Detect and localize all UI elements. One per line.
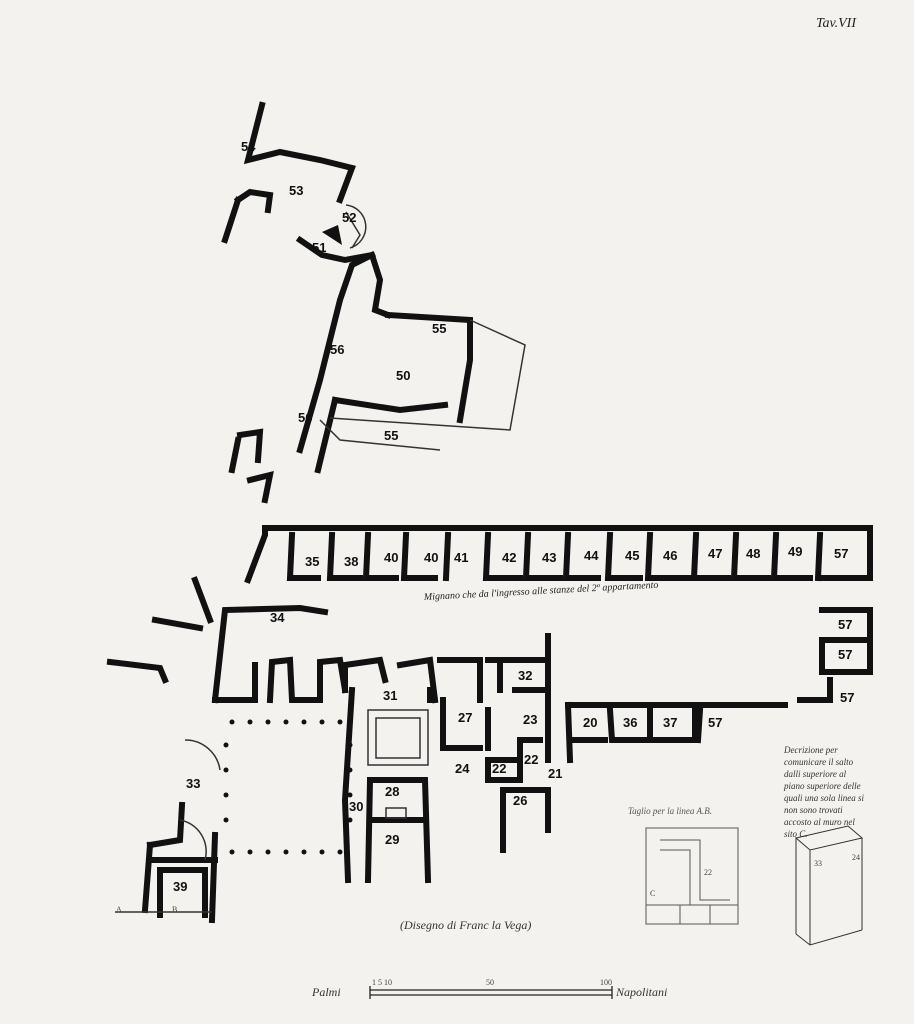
room-label: 38 bbox=[344, 554, 358, 569]
scale-tick-label: 50 bbox=[486, 978, 494, 987]
room-label: 29 bbox=[385, 832, 399, 847]
room-label: 33 bbox=[186, 776, 200, 791]
room-label: 56 bbox=[298, 410, 312, 425]
elevation-dimension: 24 bbox=[852, 853, 860, 862]
room-label: 47 bbox=[708, 546, 722, 561]
room-label: 45 bbox=[625, 548, 639, 563]
section-drawing bbox=[645, 827, 739, 925]
elevation-dimension: 33 bbox=[814, 859, 822, 868]
room-label: 57 bbox=[708, 715, 722, 730]
room-label: 52 bbox=[342, 210, 356, 225]
room-label: 36 bbox=[623, 715, 637, 730]
elevation-mark-c: C bbox=[650, 889, 655, 898]
room-label: 48 bbox=[746, 546, 760, 561]
room-label: 56 bbox=[330, 342, 344, 357]
room-label: 24 bbox=[455, 761, 470, 776]
room-label: 49 bbox=[788, 544, 802, 559]
room-label: 50 bbox=[396, 368, 410, 383]
room-label: 46 bbox=[663, 548, 677, 563]
room-label: 43 bbox=[542, 550, 556, 565]
scale-tick-label: 100 bbox=[600, 978, 612, 987]
room-label: 22 bbox=[492, 761, 506, 776]
room-label: 42 bbox=[502, 550, 516, 565]
columns bbox=[223, 225, 353, 855]
room-label: 21 bbox=[548, 766, 562, 781]
section-mark-b: B bbox=[172, 905, 177, 914]
room-label: 53 bbox=[289, 183, 303, 198]
scale-bar bbox=[369, 986, 613, 999]
elevation-dimension: 22 bbox=[704, 868, 712, 877]
room-label: 57 bbox=[838, 647, 852, 662]
room-label: 30 bbox=[349, 799, 363, 814]
elevation-drawing bbox=[794, 825, 864, 946]
walls bbox=[106, 101, 873, 924]
room-label: 22 bbox=[524, 752, 538, 767]
room-label: 55 bbox=[384, 428, 398, 443]
room-label: 57 bbox=[838, 617, 852, 632]
room-label: 40 bbox=[384, 550, 398, 565]
room-label: 37 bbox=[663, 715, 677, 730]
room-label: 26 bbox=[513, 793, 527, 808]
scale-right-label: Napolitani bbox=[616, 985, 668, 999]
room-label: 35 bbox=[305, 554, 319, 569]
room-label: 34 bbox=[270, 610, 285, 625]
room-label: 31 bbox=[383, 688, 397, 703]
plate-note: Decrizione per comunicare il salto dalli… bbox=[784, 745, 865, 839]
plate-number: Tav.VII bbox=[815, 16, 856, 31]
section-mark-a: A bbox=[116, 905, 122, 914]
credit-caption: (Disegno di Franc la Vega) bbox=[400, 918, 532, 932]
scale-tick-label: 1 5 10 bbox=[372, 978, 392, 987]
section-label: Taglio per la linea A.B. bbox=[628, 806, 713, 816]
room-label: 32 bbox=[518, 668, 532, 683]
room-label: 27 bbox=[458, 710, 472, 725]
room-label: 51 bbox=[312, 240, 326, 255]
room-label: 57 bbox=[834, 546, 848, 561]
room-label: 41 bbox=[454, 550, 468, 565]
corridor-label: Mignano che da l'ingresso alle stanze de… bbox=[423, 580, 659, 603]
thin-walls bbox=[115, 204, 526, 913]
room-label: 20 bbox=[583, 715, 597, 730]
room-label: 54 bbox=[241, 139, 256, 154]
room-label: 23 bbox=[523, 712, 537, 727]
scale-left-label: Palmi bbox=[312, 985, 341, 999]
room-label: 28 bbox=[385, 784, 399, 799]
room-label: 44 bbox=[584, 548, 599, 563]
room-label: 40 bbox=[424, 550, 438, 565]
room-label: 55 bbox=[432, 321, 446, 336]
room-label: 39 bbox=[173, 879, 187, 894]
room-label: 57 bbox=[840, 690, 854, 705]
